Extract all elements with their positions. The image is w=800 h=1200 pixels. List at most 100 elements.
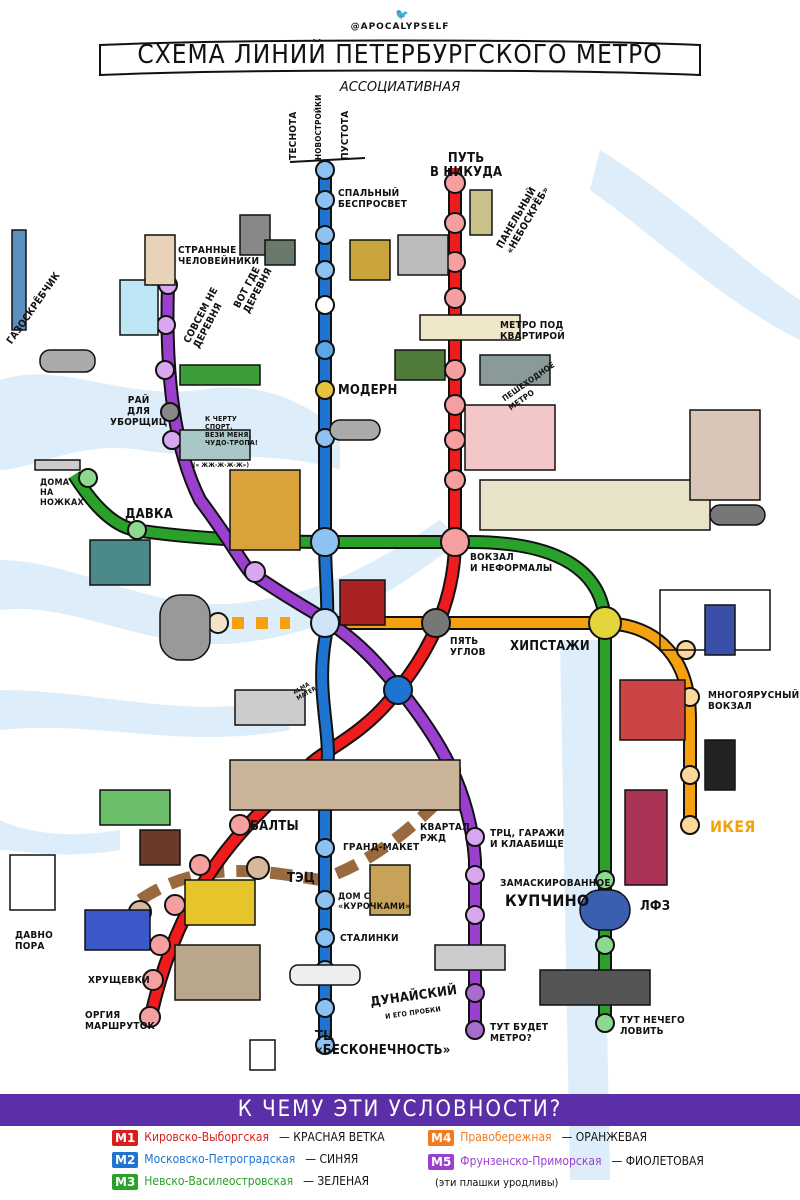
label-tesnota: Теснота [288, 111, 299, 160]
author-handle: @APOCALYPSELF [350, 22, 450, 32]
metro-badge-m3: M3 [112, 1173, 139, 1190]
pedestrian-bridge [479, 354, 551, 386]
label-rai: Рай для уборщиц [110, 395, 168, 428]
metro-badge-m4: M4 [428, 1129, 455, 1146]
teapot [579, 889, 631, 931]
panel-skyscraper [469, 189, 493, 236]
metro-badge-m5: M5 [428, 1153, 455, 1170]
ufo-cow [329, 419, 381, 441]
tractor [184, 879, 256, 926]
label-strannye: Странные человейники [178, 245, 260, 267]
station-vokzal [440, 527, 470, 557]
label-modern: Модерн [338, 383, 398, 398]
label-hrushevki: Хрущевки [88, 975, 150, 986]
legend-item-m5: M5 Фрунзенско-Приморская — Фиолетовая [428, 1152, 704, 1170]
label-spalny: Спальный беспросвет [338, 188, 408, 210]
tunnel-path [179, 429, 251, 461]
station-tc-inf [315, 1035, 335, 1055]
station-trc [465, 827, 485, 847]
station-green-blue-transfer [310, 527, 340, 557]
station-aquarium [383, 675, 413, 705]
metro-badge-m1: M1 [112, 1129, 139, 1146]
khrushchevki [174, 944, 261, 1001]
blocks-buildings [539, 969, 651, 1006]
label-pyat-uglov: Пять углов [450, 636, 486, 658]
horse-rider [139, 829, 181, 866]
city-center-buildings [229, 759, 461, 811]
multi-level-trains [619, 679, 686, 741]
label-put-nikuda: Путь в никуда [430, 151, 503, 180]
legend-line-name: Невско-Василеостровская [144, 1174, 294, 1188]
station-rai [160, 402, 180, 422]
legend-line-desc: — Зеленая [303, 1174, 370, 1188]
label-ikea: ИКЕЯ [710, 817, 756, 836]
station-orgia [139, 1006, 161, 1028]
station-blue-tesnota [315, 160, 335, 180]
station-sennaya-transfer [310, 608, 340, 638]
label-stalinki: Сталинки [340, 933, 399, 944]
page-title: Схема линий Петербургского метро [137, 40, 663, 70]
label-grand-maket: Гранд-макет [343, 842, 420, 853]
illustrations [9, 189, 771, 1071]
crowd-old [9, 854, 56, 911]
label-k-chertu: К черту спорт, вези меня, чудо-тропа! [205, 415, 259, 447]
orange-stations [207, 612, 700, 835]
legend-line-desc: — Фиолетовая [611, 1154, 704, 1168]
gramophone [349, 239, 391, 281]
station-grand-maket [315, 838, 335, 858]
red-stations [139, 172, 470, 1028]
ship-train [99, 789, 171, 826]
crowd [89, 539, 151, 586]
station-davka [127, 520, 147, 540]
legend-line-desc: — Красная ветка [279, 1130, 385, 1144]
santa-barbara-arch [397, 234, 449, 276]
houses-on-legs [34, 459, 81, 471]
moscow-skyline [689, 409, 761, 501]
label-doma-nozhkah: Дома на ножках [40, 478, 84, 508]
label-vokzal: Вокзал и неформалы [470, 552, 553, 574]
label-tec: ТЭЦ [287, 871, 316, 886]
label-lfz: ЛФЗ [640, 899, 671, 914]
amusement-park [179, 364, 261, 386]
station-dunaisky [315, 998, 335, 1018]
station-stalinki [315, 928, 335, 948]
station-hammer [595, 935, 615, 955]
metalhead-hockey [704, 739, 736, 791]
dom-kurochki-statue [369, 864, 411, 916]
spaceship [434, 944, 506, 971]
label-novostroiki: Новостройки [314, 94, 323, 160]
building-over-metro [419, 314, 521, 341]
aquapark [119, 279, 159, 336]
airplane [289, 964, 361, 986]
vokzal-building [479, 479, 711, 531]
station-orange-green-transfer [588, 606, 622, 640]
label-tut-nechego: Тут нечего ловить [620, 1015, 685, 1037]
label-zhzh: (« ЖЖ-Ж-Ж-Ж») [193, 462, 250, 469]
station-doma-nozhkah [78, 468, 98, 488]
station-face [315, 340, 335, 360]
label-tc-inf: ТЦ «Бесконечность» [315, 1029, 451, 1058]
label-zamask: Замаскированное [500, 878, 611, 889]
admiralty [229, 469, 301, 551]
stadium [39, 349, 96, 373]
label-kvartal: Квартал РЖД [420, 822, 470, 844]
village-house [264, 239, 296, 266]
legend-line-name: Московско-Петроградская [144, 1152, 296, 1166]
legend-line-name: Фрунзенско-Приморская [460, 1154, 602, 1168]
station-hrushevki [142, 969, 164, 991]
legend-note: (эти плашки уродливы) [435, 1176, 559, 1189]
dacha-forest [394, 349, 446, 381]
race-track [709, 504, 766, 526]
station-pioneer [315, 295, 335, 315]
legend-line-name: Правобережная [460, 1130, 552, 1144]
station-balty [229, 814, 251, 836]
label-metro-pod: Метро под квартирой [500, 320, 565, 342]
train-glasses [84, 909, 151, 951]
fork-machine [234, 689, 306, 726]
walrus-statue [159, 594, 211, 661]
legend-item-m3: M3 Невско-Василеостровская — Зеленая [112, 1172, 369, 1190]
observatory [249, 1039, 276, 1071]
label-davka: Давка [125, 507, 173, 522]
